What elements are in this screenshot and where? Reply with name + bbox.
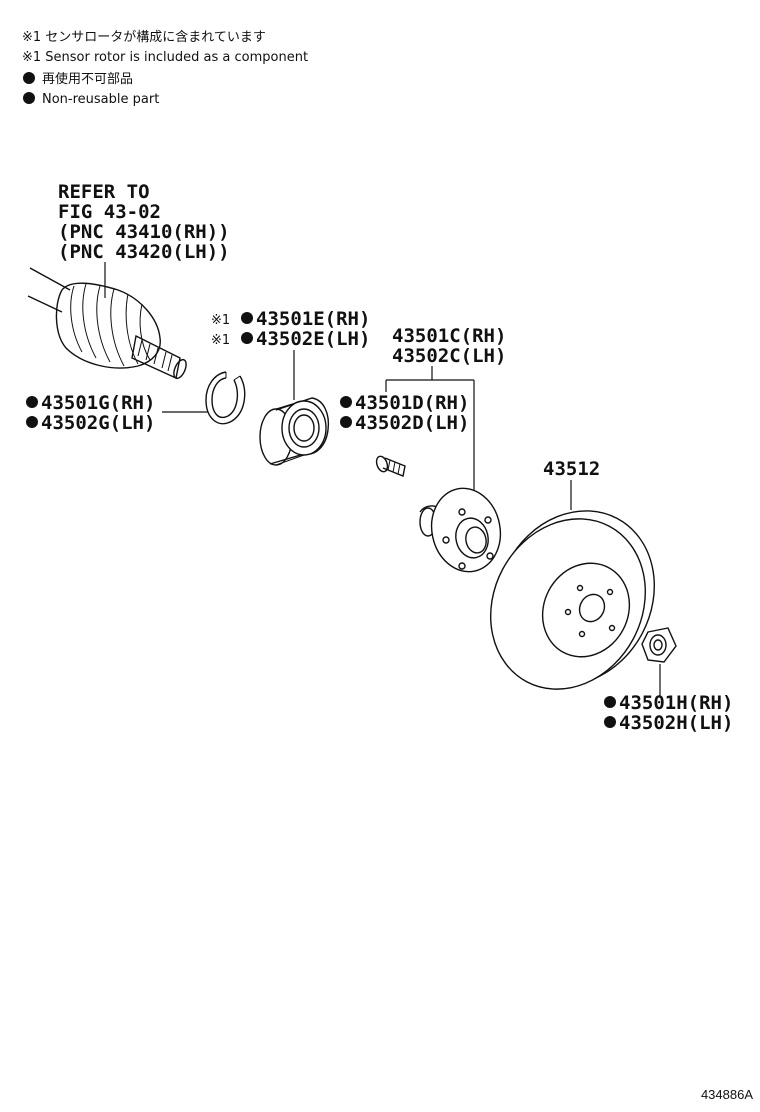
figure-number: 434886A bbox=[701, 1087, 753, 1102]
snap-ring-illustration bbox=[205, 371, 246, 425]
nut-lh-label: 43502H(LH) bbox=[619, 712, 733, 734]
non-reusable-bullet-icon bbox=[26, 416, 38, 428]
hub-rh-label: 43501C(RH) bbox=[392, 325, 506, 347]
snap-ring-lh-label: 43502G(LH) bbox=[41, 412, 155, 434]
note-sensor-rotor-en: ※1 Sensor rotor is included as a compone… bbox=[22, 50, 308, 65]
note-non-reusable-jp: 再使用不可部品 bbox=[42, 71, 133, 87]
bearing-rh-label: 43501E(RH) bbox=[256, 308, 370, 330]
non-reusable-bullet-icon bbox=[241, 332, 253, 344]
axle-hub-illustration bbox=[419, 487, 502, 573]
bearing-sensor-marker-rh: ※1 bbox=[211, 313, 230, 328]
bearing-sensor-marker-lh: ※1 bbox=[211, 333, 230, 348]
snap-ring-rh-label: 43501G(RH) bbox=[41, 392, 155, 414]
non-reusable-bullet-icon bbox=[23, 72, 35, 84]
refer-line-2: FIG 43-02 bbox=[58, 201, 161, 223]
refer-line-1: REFER TO bbox=[58, 181, 150, 203]
refer-line-4: (PNC 43420(LH)) bbox=[58, 241, 230, 263]
nut-rh-label: 43501H(RH) bbox=[619, 692, 733, 714]
note-non-reusable-en: Non-reusable part bbox=[42, 92, 159, 107]
refer-line-3: (PNC 43410(RH)) bbox=[58, 221, 230, 243]
non-reusable-bullet-icon bbox=[241, 312, 253, 324]
disc-part-number-label: 43512 bbox=[543, 458, 600, 480]
bearing-lh-label: 43502E(LH) bbox=[256, 328, 370, 350]
non-reusable-bullet-icon bbox=[340, 416, 352, 428]
hub-lh-label: 43502C(LH) bbox=[392, 345, 506, 367]
hub-bolt-illustration bbox=[375, 455, 406, 477]
hub-bolt-lh-label: 43502D(LH) bbox=[355, 412, 469, 434]
hub-bolt-rh-label: 43501D(RH) bbox=[355, 392, 469, 414]
non-reusable-bullet-icon bbox=[26, 396, 38, 408]
non-reusable-bullet-icon bbox=[604, 716, 616, 728]
non-reusable-bullet-icon bbox=[23, 92, 35, 104]
wheel-bearing-illustration bbox=[259, 397, 330, 466]
non-reusable-bullet-icon bbox=[340, 396, 352, 408]
brake-disc-illustration bbox=[489, 510, 655, 690]
drive-shaft-illustration bbox=[27, 267, 187, 380]
lock-nut-illustration bbox=[641, 627, 677, 663]
non-reusable-bullet-icon bbox=[604, 696, 616, 708]
note-sensor-rotor-jp: ※1 センサロータが構成に含まれています bbox=[22, 29, 266, 45]
